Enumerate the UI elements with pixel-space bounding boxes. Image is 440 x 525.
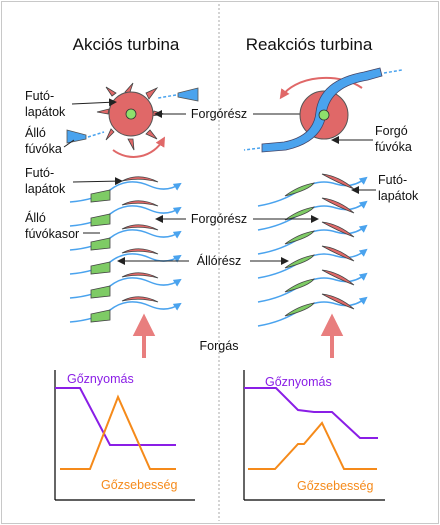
steam-jet-right [383, 69, 403, 74]
label-futo-lapatok-2: lapátok [25, 105, 66, 119]
steam-flow-line [69, 181, 182, 203]
label-allo-fuvoka-1: Álló [25, 125, 46, 140]
steam-jet-top [157, 94, 177, 99]
label-alloresz: Állórész [197, 253, 241, 268]
rotation-direction-arrow-right [320, 313, 344, 358]
leader-futo-mid [72, 177, 123, 186]
rotor-blade [121, 176, 159, 183]
label-allo-fuvokasor-1: Álló [25, 210, 46, 225]
rotor-blade [121, 272, 159, 279]
velocity-curve-left [60, 394, 176, 470]
impulse-profile-chart: Gőznyomás Gőzsebesség [54, 370, 195, 501]
steam-flow-line [69, 277, 182, 299]
rotation-direction-arrow-left [132, 313, 156, 358]
steam-flow-line [69, 301, 182, 323]
stator-vane [284, 182, 315, 197]
nozzle-top [177, 87, 199, 102]
label-pressure-right: Gőznyomás [265, 375, 332, 389]
label-futo-lapatok-right-2: lapátok [378, 189, 419, 203]
label-allo-fuvokasor-2: fúvókasor [25, 227, 79, 241]
label-allo-fuvoka-2: fúvóka [25, 142, 62, 156]
stator-vane [284, 230, 315, 245]
title-impulse-turbine: Akciós turbina [73, 35, 180, 54]
label-pressure-left: Gőznyomás [67, 372, 134, 386]
rotor-hub-right [318, 109, 330, 121]
reaction-rotor [243, 67, 403, 153]
stator-vane [90, 285, 111, 299]
rotor-blade [121, 296, 159, 303]
rotor-hub [125, 108, 137, 120]
stator-vane [90, 189, 111, 203]
stator-vane [284, 206, 315, 221]
rotor-blade [121, 224, 159, 231]
rotor-blade [321, 197, 355, 214]
steam-jet-left [243, 147, 261, 151]
stator-vane [90, 213, 111, 227]
rotor-blade [121, 200, 159, 207]
rotation-arrow [112, 136, 166, 158]
steam-flow-line [69, 253, 182, 275]
label-forgo-fuvoka-2: fúvóka [375, 140, 412, 154]
velocity-curve-right [248, 421, 377, 470]
label-futo-lapatok-1: Futó- [25, 89, 54, 103]
label-forgoresz-mid: Forgórész [191, 212, 247, 226]
label-forgoresz-top: Forgórész [191, 107, 247, 121]
rotor-blade [321, 221, 355, 238]
label-futo-lapatok-right-1: Futó- [378, 173, 407, 187]
stator-vane [90, 261, 111, 275]
steam-jet-bottom [87, 131, 105, 138]
label-velocity-left: Gőzsebesség [101, 478, 177, 492]
steam-flow-line [257, 224, 368, 255]
label-futo-lapatok-mid-2: lapátok [25, 182, 66, 196]
rotor-blade [321, 269, 355, 286]
label-velocity-right: Gőzsebesség [297, 479, 373, 493]
nozzle-bottom [66, 129, 87, 144]
rotor-blade [321, 293, 355, 310]
steam-flow-line [257, 248, 368, 279]
reaction-blade-cascade [257, 173, 368, 327]
rotor-blade [321, 245, 355, 262]
steam-flow-line [257, 296, 368, 327]
leader-futo-lapatok [71, 98, 117, 107]
impulse-rotor [66, 82, 199, 158]
pressure-curve-left [55, 387, 176, 446]
leader-allo-fuvoka [63, 139, 75, 148]
stator-vane [90, 309, 111, 323]
stator-vane [284, 254, 315, 269]
steam-flow-line [257, 200, 368, 231]
label-futo-lapatok-mid-1: Futó- [25, 166, 54, 180]
label-forgas: Forgás [200, 339, 239, 353]
stator-vane [284, 302, 315, 317]
steam-flow-line [69, 205, 182, 227]
steam-flow-line [257, 176, 368, 207]
stator-vane [90, 237, 111, 251]
pressure-curve-right [244, 387, 378, 439]
steam-flow-line [257, 272, 368, 303]
rotor-blade [121, 248, 159, 255]
stator-vane [284, 278, 315, 293]
reaction-profile-chart: Gőznyomás Gőzsebesség [243, 370, 385, 501]
impulse-blade-cascade [69, 176, 182, 323]
title-reaction-turbine: Reakciós turbina [246, 35, 373, 54]
label-forgo-fuvoka-1: Forgó [375, 124, 408, 138]
